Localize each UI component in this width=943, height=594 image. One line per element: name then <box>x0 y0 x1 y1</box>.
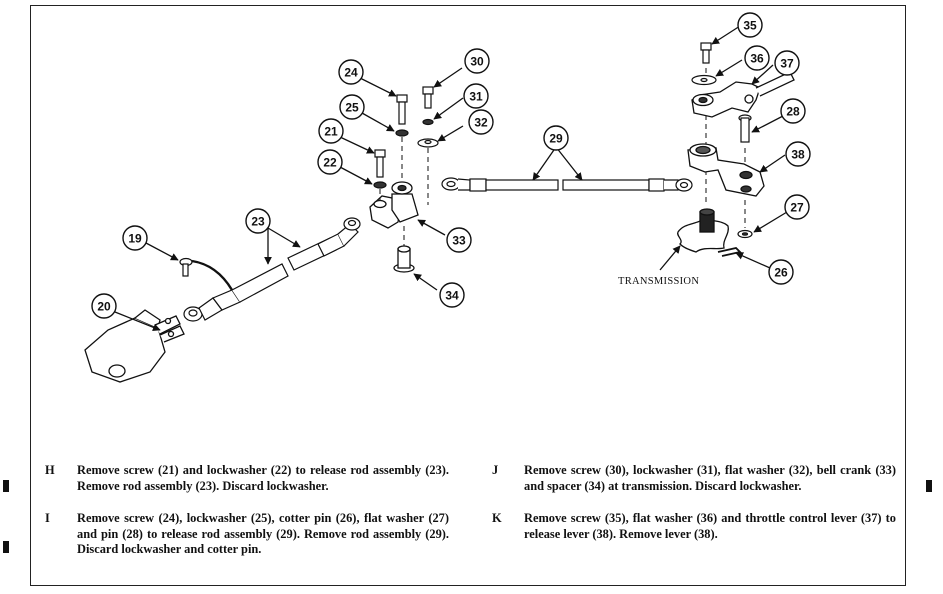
part-25-lockwasher <box>395 129 409 137</box>
callout-33-label: 33 <box>452 234 466 248</box>
callout-24-label: 24 <box>344 66 358 80</box>
callout-27-label: 27 <box>790 201 804 215</box>
transmission-shaft <box>677 208 729 253</box>
callout-20-label: 20 <box>97 300 111 314</box>
callout-23: 23 <box>245 208 271 234</box>
part-29-rod <box>441 177 693 192</box>
margin-change-bar <box>3 480 9 492</box>
callouts: 19 20 21 22 23 24 25 26 27 28 29 30 31 3… <box>91 12 811 319</box>
part-21-screw <box>374 149 386 178</box>
part-34-spacer <box>393 245 415 273</box>
callout-19-label: 19 <box>128 232 142 246</box>
callout-30: 30 <box>464 48 490 74</box>
callout-31-label: 31 <box>469 90 483 104</box>
callout-29-label: 29 <box>549 132 563 146</box>
callout-21: 21 <box>318 118 344 144</box>
callout-28: 28 <box>780 98 806 124</box>
leader-lines <box>114 25 788 332</box>
part-31-lockwasher <box>422 118 434 126</box>
step-h-letter: H <box>45 463 55 477</box>
callout-38: 38 <box>785 141 811 167</box>
callout-34-label: 34 <box>445 289 459 303</box>
callout-32: 32 <box>468 109 494 135</box>
callout-36-label: 36 <box>750 52 764 66</box>
callout-26: 26 <box>768 259 794 285</box>
center-lines <box>379 68 746 246</box>
callout-31: 31 <box>463 83 489 109</box>
part-36-flat-washer <box>691 74 717 86</box>
step-i-letter: I <box>45 511 50 525</box>
callout-34: 34 <box>439 282 465 308</box>
callout-21-label: 21 <box>324 125 338 139</box>
callout-25-label: 25 <box>345 101 359 115</box>
callout-23-label: 23 <box>251 215 265 229</box>
part-32-flat-washer <box>417 138 439 148</box>
part-22-lockwasher <box>373 181 387 189</box>
callout-33: 33 <box>446 227 472 253</box>
part-24-screw <box>396 94 408 125</box>
callout-38-label: 38 <box>791 148 805 162</box>
part-38-lever <box>687 143 765 197</box>
callout-25: 25 <box>339 94 365 120</box>
part-33-bell-crank <box>369 181 419 229</box>
part-30-screw <box>422 86 434 109</box>
callout-24: 24 <box>338 59 364 85</box>
part-27-flat-washer <box>737 229 753 239</box>
step-j-text: Remove screw (30), lockwasher (31), flat… <box>524 463 896 493</box>
callout-37-label: 37 <box>780 57 794 71</box>
part-28-pin <box>738 114 752 143</box>
callout-20: 20 <box>91 293 117 319</box>
margin-change-bar <box>926 480 932 492</box>
callout-30-label: 30 <box>470 55 484 69</box>
part-26-cotter-pin <box>717 247 742 257</box>
callout-36: 36 <box>744 45 770 71</box>
part-23-rod <box>183 217 361 322</box>
transmission-label: TRANSMISSION <box>618 276 699 287</box>
step-k-text: Remove screw (35), flat washer (36) and … <box>524 511 896 541</box>
step-k-letter: K <box>492 511 502 525</box>
callout-22: 22 <box>317 149 343 175</box>
step-j-letter: J <box>492 463 499 477</box>
callout-35: 35 <box>737 12 763 38</box>
page-frame <box>30 5 906 586</box>
callout-32-label: 32 <box>474 116 488 130</box>
callout-27: 27 <box>784 194 810 220</box>
step-h-text: Remove screw (21) and lockwasher (22) to… <box>77 463 449 493</box>
part-37-throttle-lever <box>691 71 795 118</box>
part-35-screw <box>700 42 712 64</box>
callout-22-label: 22 <box>323 156 337 170</box>
callout-37: 37 <box>774 50 800 76</box>
callout-29: 29 <box>543 125 569 151</box>
part-19-screw <box>179 257 234 291</box>
part-20-switch <box>84 309 185 383</box>
callout-19: 19 <box>122 225 148 251</box>
step-i-text: Remove screw (24), lockwasher (25), cott… <box>77 511 449 556</box>
callout-26-label: 26 <box>774 266 788 280</box>
callout-35-label: 35 <box>743 19 757 33</box>
margin-change-bar <box>3 541 9 553</box>
callout-28-label: 28 <box>786 105 800 119</box>
exploded-view-diagram: 19 20 21 22 23 24 25 26 27 28 29 30 31 3… <box>84 12 811 383</box>
